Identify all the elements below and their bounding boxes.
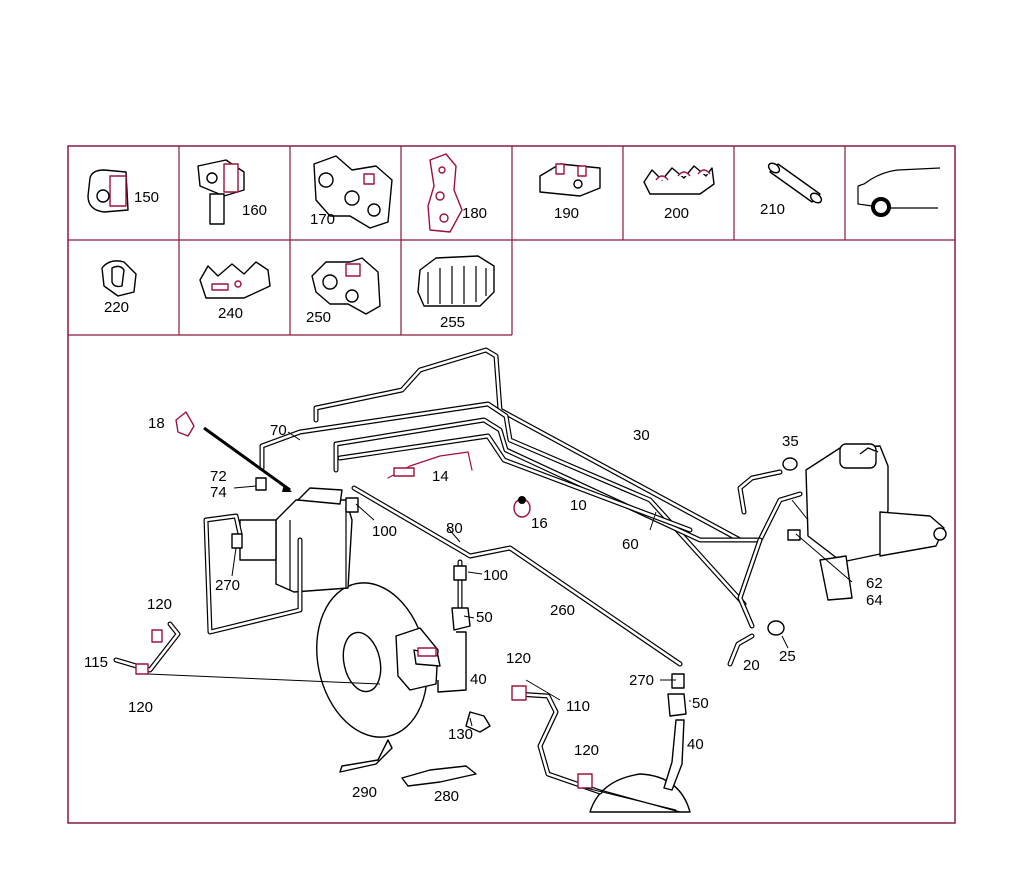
callout-64: 64 [866,592,883,609]
callout-80: 80 [446,520,463,537]
catalog-item-170[interactable]: 170 [310,155,393,229]
hose-35 [737,457,798,515]
fitting-270b [671,673,685,689]
clip-240-icon [199,261,271,299]
callout-270-left: 270 [215,577,240,594]
callout-35: 35 [782,433,799,450]
callout-270-right: 270 [629,672,654,689]
clip-190-icon [539,163,601,197]
callout-120-top-left: 120 [147,596,172,613]
callout-60: 60 [622,536,639,553]
catalog-grid [68,146,955,336]
catalog-item-150[interactable]: 150 [87,169,159,213]
bleeder-screw-130 [465,711,491,733]
callout-260: 260 [550,602,575,619]
bracket-280 [401,765,477,787]
callout-16: 16 [531,515,548,532]
catalog-label-150: 150 [134,189,159,206]
callout-120-bottom-left: 120 [128,699,153,716]
callout-130: 130 [448,726,473,743]
hose-110 [511,685,603,795]
brake-hose-40b [663,719,685,791]
callout-120-center: 120 [506,650,531,667]
clamp-25 [767,620,785,636]
fitting-62-64 [787,529,801,541]
callout-74: 74 [210,484,227,501]
callout-115: 115 [84,654,108,671]
bracket-50a [451,607,471,631]
callout-50-upper: 50 [476,609,493,626]
clip-250-icon [311,257,381,315]
catalog-label-220: 220 [104,299,129,316]
brake-pipes-main [259,347,803,607]
arrow-18-leader [203,426,291,492]
callout-72: 72 [210,468,227,485]
vehicle-front-wheel-icon [857,167,941,217]
catalog-label-190: 190 [554,205,579,222]
sleeve-210-icon [767,162,823,204]
callout-20: 20 [743,657,760,674]
clip-200-icon [643,165,715,195]
catalog-label-170: 170 [310,211,335,228]
catalog-label-160: 160 [242,202,267,219]
clip-220-icon [101,260,137,297]
sensor-cable [387,451,473,479]
catalog-label-210: 210 [760,201,785,218]
catalog-item-250[interactable]: 250 [306,257,381,326]
catalog-item-240[interactable]: 240 [199,261,271,322]
callout-40-right: 40 [687,736,704,753]
catalog-item-255[interactable]: 255 [417,255,495,331]
callout-62: 62 [866,575,883,592]
callout-10: 10 [570,497,587,514]
catalog-item-210[interactable]: 210 [760,161,823,218]
fitting-18 [175,411,195,437]
brake-pipes-rear [203,485,763,667]
callout-120-bottom: 120 [574,742,599,759]
bracket-290 [339,739,393,773]
callout-50-lower: 50 [692,695,709,712]
catalog-item-200[interactable]: 200 [643,165,715,222]
clip-160-icon [197,159,245,225]
fitting-270a [231,533,243,549]
brake-disc [316,582,441,738]
bracket-50b [667,693,687,717]
catalog-item-180[interactable]: 180 [427,153,487,233]
clip-150-icon [87,169,129,213]
fitting-100a [345,497,359,513]
callout-280: 280 [434,788,459,805]
callout-110: 110 [566,698,590,715]
catalog-item-220[interactable]: 220 [101,260,137,316]
callout-70: 70 [270,422,287,439]
hose-clip-16 [513,496,531,518]
clip-170-icon [313,155,393,229]
catalog-label-180: 180 [462,205,487,222]
hose-115 [113,621,181,675]
callout-100-upper: 100 [372,523,397,540]
fitting-100b [453,565,467,581]
callout-25: 25 [779,648,796,665]
brake-hose-40a [417,631,467,693]
clip-180-icon [427,153,463,233]
callout-100-lower: 100 [483,567,508,584]
catalog-label-200: 200 [664,205,689,222]
catalog-item-160[interactable]: 160 [197,159,267,225]
catalog-label-250: 250 [306,309,331,326]
catalog-label-240: 240 [218,305,243,322]
hose-20 [727,633,755,667]
arrow-18-head-icon [282,484,292,492]
catalog-item-190[interactable]: 190 [539,163,601,222]
callout-30: 30 [633,427,650,444]
hydraulic-unit [239,487,353,593]
catalog-label-255: 255 [440,314,465,331]
clip-255-icon [417,255,495,307]
callout-18: 18 [148,415,165,432]
master-cylinder [805,443,947,601]
leader-lines [147,431,853,811]
fitting-72-74 [255,477,267,491]
callout-290: 290 [352,784,377,801]
callout-14: 14 [432,468,449,485]
callout-40-left: 40 [470,671,487,688]
